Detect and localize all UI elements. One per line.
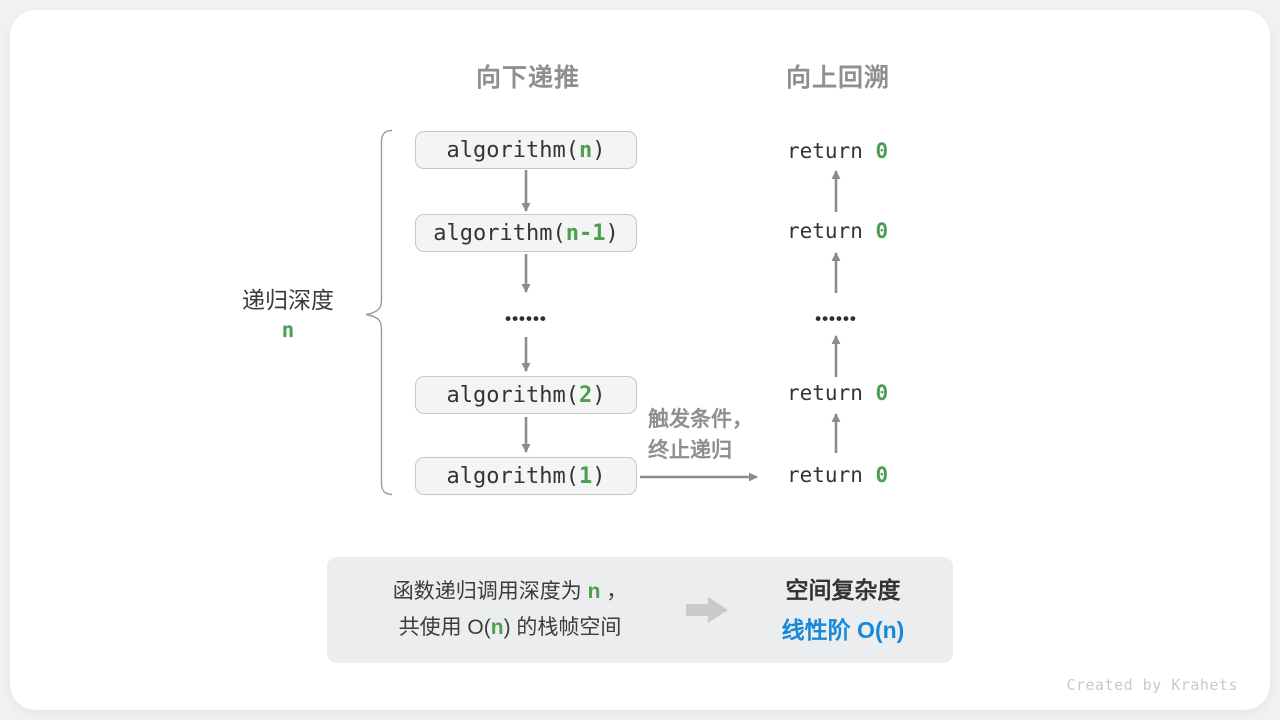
result-title: 空间复杂度 [785,577,901,603]
code-text: algorithm( [446,382,579,408]
summary-arg: n [587,580,601,603]
code-arg: 2 [578,382,593,408]
ellipsis-left: •••••• [505,309,547,328]
summary-arg: n [490,616,504,639]
return-statement-3: return 0 [787,380,888,406]
code-arg: n-1 [565,220,606,246]
call-box-n: algorithm(n) [415,131,637,169]
code-text: return [787,219,876,243]
return-value: 0 [875,463,889,487]
return-value: 0 [875,219,889,243]
code-text: algorithm( [446,137,579,163]
return-statement-1: return 0 [787,138,888,164]
heading-recurse-down: 向下递推 [475,64,580,92]
code-text: ) [592,137,606,163]
code-arg: n [578,137,593,163]
summary-text: ) 的栈帧空间 [503,616,622,639]
code-text: algorithm( [446,463,579,489]
code-text: return [787,463,876,487]
result-value: 线性阶 O(n) [781,617,905,643]
code-text: ) [605,220,619,246]
code-text: ) [592,382,606,408]
summary-text: 共使用 O( [398,616,491,639]
summary-line1: 函数递归调用深度为 n ， [340,574,680,610]
termination-note: 触发条件， 终止递归 [648,404,753,466]
summary-text: ， [600,580,628,603]
watermark-credit: Created by Krahets [1066,676,1238,694]
heading-backtrack-up: 向上回溯 [785,64,890,92]
return-value: 0 [875,381,889,405]
return-value: 0 [875,139,889,163]
code-text: ) [592,463,606,489]
summary-statement: 函数递归调用深度为 n ， 共使用 O(n) 的栈帧空间 [340,557,680,663]
ellipsis-right: •••••• [815,309,857,328]
code-text: algorithm( [433,220,566,246]
termination-note-line1: 触发条件， [648,408,753,431]
call-box-2: algorithm(2) [415,376,637,414]
summary-text: 函数递归调用深度为 [392,580,588,603]
termination-note-line2: 终止递归 [648,439,732,462]
return-statement-2: return 0 [787,218,888,244]
code-text: return [787,381,876,405]
return-statement-4: return 0 [787,462,888,488]
code-arg: 1 [578,463,593,489]
code-text: return [787,139,876,163]
call-box-n-1: algorithm(n-1) [415,214,637,252]
summary-result: 空间复杂度 线性阶 O(n) [738,557,948,663]
depth-label: 递归深度 [242,287,334,313]
call-box-1: algorithm(1) [415,457,637,495]
summary-panel [327,557,953,663]
depth-value: n [281,318,295,342]
summary-line2: 共使用 O(n) 的栈帧空间 [340,610,680,646]
